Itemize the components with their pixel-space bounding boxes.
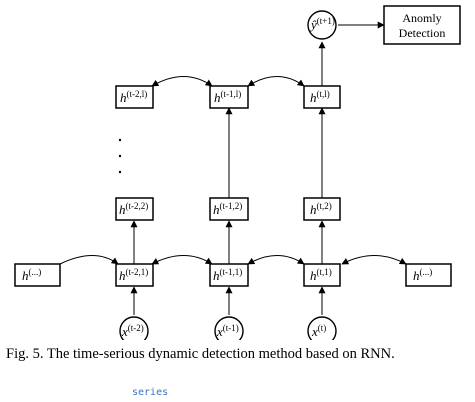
hidden-node-t-l xyxy=(303,85,341,109)
hidden-label-t-2-l: h(t-2,l) xyxy=(120,89,147,105)
input-node-t xyxy=(307,316,337,340)
hidden-label-t-2: h(t,2) xyxy=(310,201,332,217)
hidden-node-next xyxy=(405,263,452,287)
edge-h-prev-to-h-t-2-1 xyxy=(59,255,119,265)
hidden-label-prev: h(...) xyxy=(22,267,41,283)
figure-caption: Fig. 5. The time-serious dynamic detecti… xyxy=(6,346,395,362)
anomaly-detection-box xyxy=(383,5,461,45)
hidden-node-t-1-2 xyxy=(209,197,249,221)
input-node-t-1 xyxy=(214,316,244,340)
edge-h-t-2-1-to-h-t-1-1 xyxy=(151,255,213,265)
hidden-node-t-1 xyxy=(303,263,341,287)
edge-h-t-2-l-to-h-t-1-l xyxy=(151,76,213,87)
input-node-t-2 xyxy=(119,316,149,340)
output-node xyxy=(307,10,337,40)
edge-h-t-1-to-h-next xyxy=(341,255,407,265)
anomaly-detection-label-line2: Detection xyxy=(399,26,446,40)
hidden-node-t-2-2 xyxy=(115,197,154,221)
rnn-diagram: ŷ(t+1) Anomly Detection h(t-2,l) h(t-1,l… xyxy=(14,5,461,340)
hidden-label-t-1: h(t,1) xyxy=(310,267,332,283)
input-label-t-1: x(t-1) xyxy=(216,323,239,339)
hidden-label-next: h(...) xyxy=(413,267,432,283)
handwritten-correction: series xyxy=(132,387,169,398)
hidden-node-t-1-l xyxy=(209,85,249,109)
hidden-label-t-l: h(t,l) xyxy=(310,89,330,105)
hidden-node-t-2-1 xyxy=(115,263,154,287)
ellipsis-dot xyxy=(118,154,122,158)
ellipsis-dot xyxy=(118,138,122,142)
ellipsis-dot xyxy=(118,170,122,174)
input-label-t: x(t) xyxy=(311,323,326,339)
edge-h-t-1-1-to-h-t-1 xyxy=(247,255,305,265)
hidden-label-t-1-1: h(t-1,1) xyxy=(213,267,242,283)
hidden-node-t-2 xyxy=(303,197,341,221)
hidden-label-t-1-l: h(t-1,l) xyxy=(214,89,241,105)
hidden-label-t-2-1: h(t-2,1) xyxy=(119,267,148,283)
hidden-node-prev xyxy=(14,263,61,287)
edge-h-t-1-l-to-h-t-l xyxy=(247,76,305,87)
hidden-label-t-2-2: h(t-2,2) xyxy=(119,201,148,217)
input-label-t-2: x(t-2) xyxy=(121,323,144,339)
output-label: ŷ(t+1) xyxy=(309,16,335,32)
hidden-node-t-1-1 xyxy=(209,263,249,287)
hidden-label-t-1-2: h(t-1,2) xyxy=(213,201,242,217)
anomaly-detection-label-line1: Anomly xyxy=(402,11,441,25)
hidden-node-t-2-l xyxy=(115,85,154,109)
